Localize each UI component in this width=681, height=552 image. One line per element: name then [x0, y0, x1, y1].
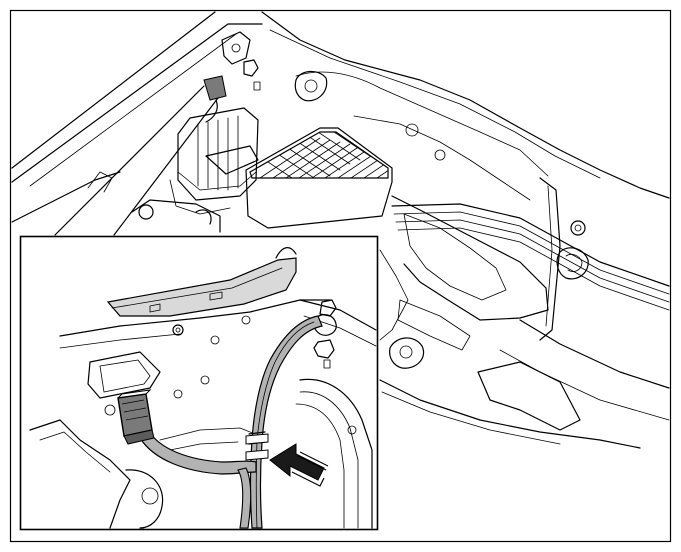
zoom-line-2: [113, 97, 219, 236]
upper-panel-4: [353, 115, 531, 201]
relay-box-lower: [177, 171, 257, 191]
upper-panel-3: [295, 71, 549, 177]
fender-lower-edge: [11, 171, 121, 223]
harness-branch-down: [237, 467, 252, 529]
upper-panel-1: [261, 11, 670, 199]
inset-upper-right: [299, 299, 377, 331]
right-lower-step: [477, 361, 581, 431]
strut-hole: [304, 79, 318, 93]
air-intake-body: [245, 127, 393, 229]
inset-hole-3: [200, 375, 210, 385]
strut-tower: [294, 70, 328, 102]
inset-panel-mid: [59, 333, 181, 349]
bracket-nut: [243, 59, 259, 77]
inset-recess-inner: [99, 359, 151, 393]
main-grommet: [389, 337, 425, 369]
inset-lower-edge-2: [159, 441, 239, 453]
harness-highlight: [255, 321, 315, 529]
inset-well-inner: [299, 391, 359, 529]
mid-bracket: [397, 299, 471, 351]
right-bolt-inner: [574, 224, 582, 232]
shelf-slot-2: [209, 291, 223, 301]
frame-rail-1: [391, 203, 670, 287]
frame-rail-4: [397, 227, 670, 311]
fender-notch: [87, 171, 113, 193]
mid-panel-line: [379, 249, 409, 341]
detail-inset: [19, 235, 379, 531]
inner-fender-recess: [403, 213, 507, 301]
hood-edge-inner: [11, 23, 263, 183]
right-pillar: [539, 177, 561, 341]
inset-plug: [141, 487, 159, 505]
shelf-bracket: [106, 257, 297, 317]
harness-branch: [139, 429, 257, 475]
inset-recess: [87, 351, 161, 399]
harness-clip-band: [245, 433, 269, 445]
inset-nut-3: [323, 359, 331, 369]
relay-box-side: [169, 179, 231, 215]
inset-bolt-1: [172, 324, 184, 336]
inner-fender-outline: [391, 195, 549, 321]
frame-rail-2: [393, 211, 670, 295]
right-lower-panel: [519, 319, 670, 389]
washer-cap: [138, 204, 154, 220]
inset-well-outer: [299, 378, 373, 529]
washer-tank: [131, 199, 221, 233]
panel-hole-2: [434, 149, 446, 161]
direction-arrow-icon: [269, 443, 329, 487]
right-pillar-inner: [545, 185, 553, 327]
bracket-bolt-2: [253, 81, 261, 91]
right-lower-panel-2: [499, 349, 670, 421]
lower-sill: [381, 391, 561, 445]
relay-box-cover: [205, 145, 259, 175]
connector-icon: [117, 389, 155, 445]
inset-hole-2: [241, 315, 251, 325]
inset-bolt-1-inner: [175, 327, 181, 333]
right-grommet: [556, 247, 589, 280]
panel-hole-1: [405, 123, 419, 137]
main-connector-icon: [203, 75, 227, 101]
frame-rail-3: [395, 219, 670, 303]
harness-vertical-outline: [249, 315, 323, 529]
inset-hole-5: [104, 404, 116, 416]
inset-nut-1: [319, 299, 337, 317]
inset-panel-upper: [59, 299, 331, 337]
inset-hole-4: [173, 389, 183, 399]
inset-side-panel: [29, 419, 131, 529]
inset-lower-edge: [159, 427, 261, 441]
harness-clip-band-2: [245, 449, 269, 461]
inset-hole-1: [210, 335, 220, 345]
hood-edge-inner2: [29, 33, 237, 187]
inset-hole-6: [347, 425, 357, 435]
lower-right-edge: [379, 379, 641, 449]
inset-wheel-arch: [125, 469, 164, 529]
relay-box-outline: [177, 107, 259, 201]
zoom-line-1: [54, 85, 205, 236]
hose: [195, 209, 212, 225]
main-grommet-hole: [399, 345, 413, 359]
upper-panel-2: [269, 29, 601, 179]
inset-nut-2: [313, 339, 335, 359]
right-bolt: [570, 220, 586, 236]
top-bracket: [221, 31, 251, 65]
inset-well-edge: [295, 403, 345, 529]
inset-side-panel-2: [39, 431, 111, 473]
main-view: [11, 11, 670, 449]
bracket-bolt-1: [231, 43, 241, 53]
shelf-bracket-edge: [111, 267, 283, 309]
bracket-tab: [275, 247, 297, 259]
shelf-slot-1: [149, 303, 161, 313]
inset-frame: [19, 235, 379, 531]
right-grommet-ring: [565, 254, 583, 272]
hood-edge-outer: [11, 11, 216, 169]
